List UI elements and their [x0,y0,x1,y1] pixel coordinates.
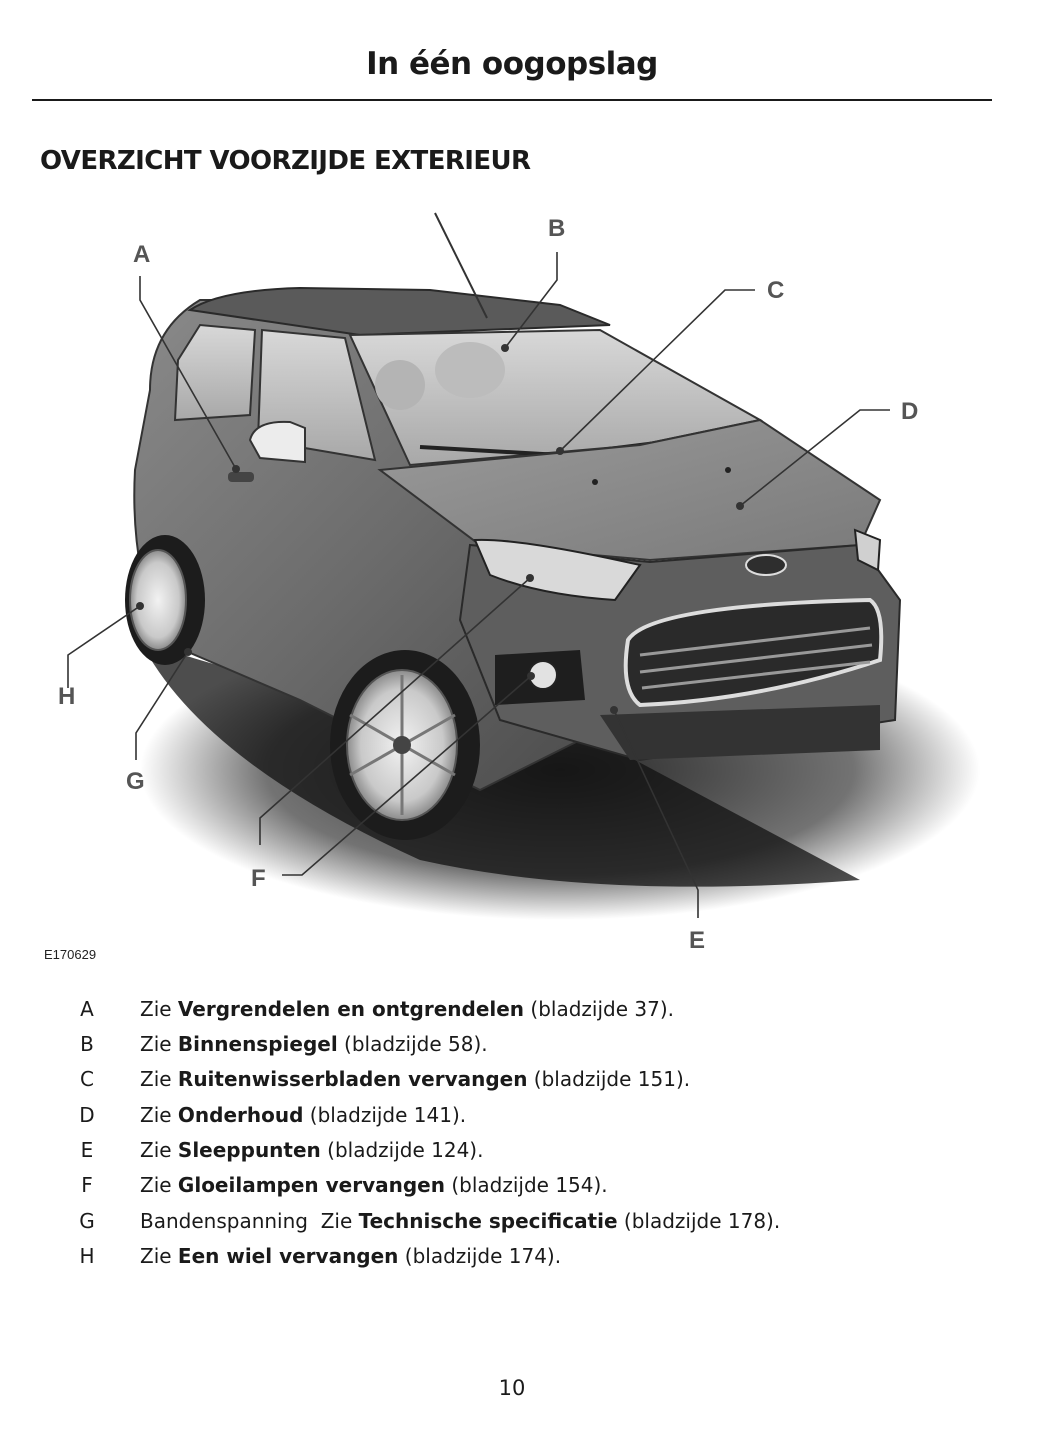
grille [623,597,884,708]
legend-letter: H [79,1244,95,1268]
callout-f: F [251,865,266,892]
reference-link[interactable]: Onderhoud [177,1103,304,1127]
rear-wheel-rim [129,549,187,651]
legend-text: Zie Onderhoud (bladzijde 141). [140,1103,467,1127]
legend-letter: E [80,1138,94,1162]
legend-letter: F [81,1173,93,1197]
reference-link[interactable]: Een wiel vervangen [177,1244,399,1268]
legend-letter: C [80,1067,94,1091]
callout-h: H [58,683,76,710]
legend-text: Zie Sleeppunten (bladzijde 124). [140,1138,484,1162]
legend-text: Zie Binnenspiegel (bladzijde 58). [140,1032,488,1056]
headlight [473,538,642,602]
callout-b: B [548,215,566,242]
brand-badge [745,554,787,576]
page-title: In één oogopslag [366,46,658,82]
legend-text: Zie Ruitenwisserbladen vervangen (bladzi… [140,1067,691,1091]
legend-letter: B [80,1032,94,1056]
reference-link[interactable]: Sleeppunten [177,1138,321,1162]
callout-a: A [133,241,151,268]
door-mirror [248,420,306,464]
legend-text: Zie Een wiel vervangen (bladzijde 174). [140,1244,562,1268]
reference-link[interactable]: Binnenspiegel [177,1032,338,1056]
legend-text: Zie Gloeilampen vervangen (bladzijde 154… [140,1173,608,1197]
legend-letter: D [79,1103,95,1127]
reference-link[interactable]: Technische specificatie [358,1209,618,1233]
callout-d: D [901,398,919,425]
callout-g: G [126,768,145,795]
section-title: OVERZICHT VOORZIJDE EXTERIEUR [40,146,531,176]
page-number: 10 [498,1376,526,1400]
legend-text: Zie Vergrendelen en ontgrendelen (bladzi… [140,997,674,1021]
figure-id: E170629 [44,947,97,962]
legend-letter: G [79,1209,95,1233]
legend-text: Bandenspanning Zie Technische specificat… [140,1209,781,1233]
callout-c: C [767,277,785,304]
reference-link[interactable]: Ruitenwisserbladen vervangen [177,1067,528,1091]
title-rule [32,99,992,101]
reference-link[interactable]: Vergrendelen en ontgrendelen [177,997,525,1021]
car-illustration [67,212,980,920]
reference-link[interactable]: Gloeilampen vervangen [177,1173,445,1197]
callout-e: E [689,927,706,954]
car-roof [187,286,611,337]
vehicle-exterior-figure: A B C D E F G H E170629 [0,190,1056,980]
callout-leader-lines [67,252,890,918]
legend-letter: A [80,997,94,1021]
